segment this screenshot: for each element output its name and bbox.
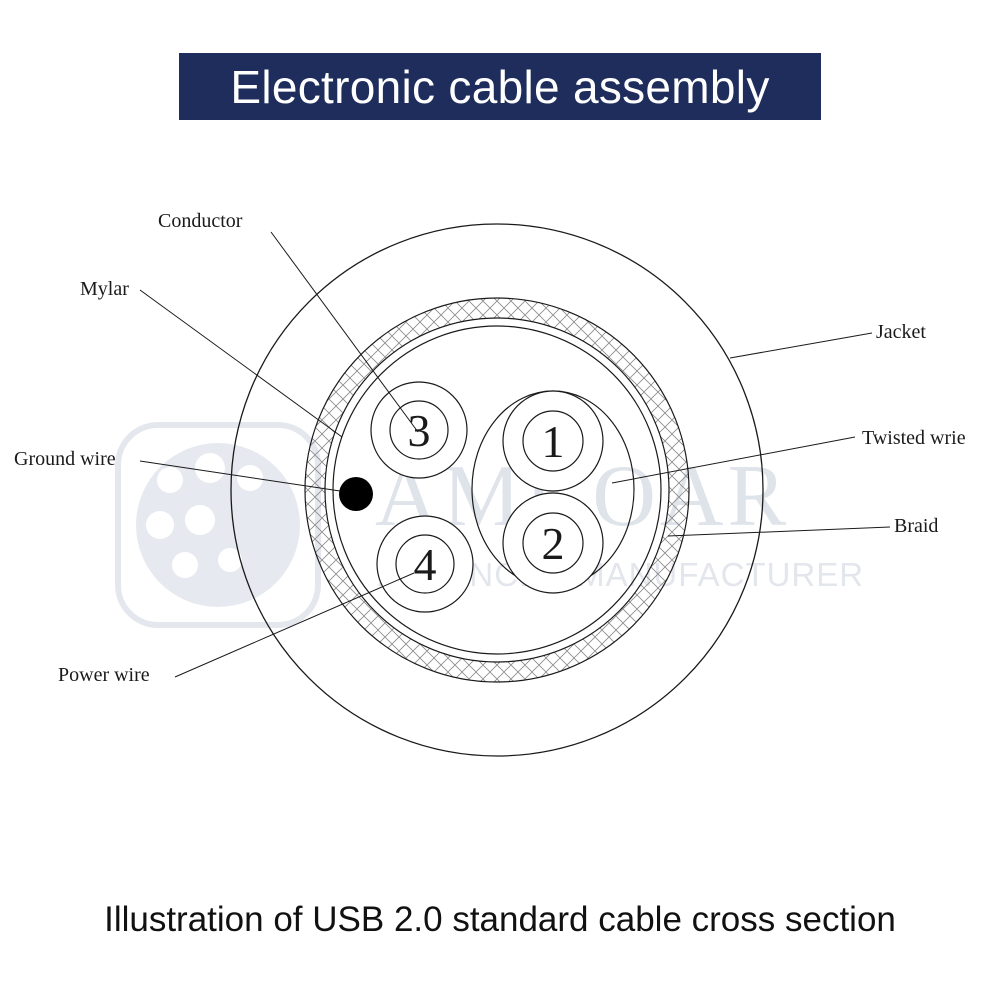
wire-3: 3 bbox=[370, 381, 468, 479]
jacket-leader-line bbox=[729, 332, 873, 359]
label-twisted-wire: Twisted wrie bbox=[862, 427, 966, 449]
wire-1: 1 bbox=[502, 390, 604, 492]
wire-4-number: 4 bbox=[414, 539, 437, 590]
watermark-logo-icon bbox=[115, 422, 321, 628]
braid-leader-line bbox=[667, 526, 891, 537]
conductor-leader-line bbox=[270, 231, 419, 433]
wire-1-number: 1 bbox=[542, 416, 565, 467]
mylar-leader-line bbox=[139, 289, 343, 438]
figure-caption: Illustration of USB 2.0 standard cable c… bbox=[104, 900, 896, 939]
ground-wire-dot bbox=[339, 477, 373, 511]
label-braid: Braid bbox=[894, 515, 938, 537]
label-power-wire: Power wire bbox=[58, 664, 150, 686]
wire-2-number: 2 bbox=[542, 518, 565, 569]
page-title: Electronic cable assembly bbox=[230, 60, 770, 113]
power-wire-leader-line bbox=[174, 572, 415, 678]
wire-4: 4 bbox=[376, 515, 474, 613]
wire-2: 2 bbox=[502, 492, 604, 594]
title-banner: Electronic cable assembly bbox=[179, 53, 821, 120]
twisted-wire-leader-line bbox=[611, 436, 856, 484]
label-mylar: Mylar bbox=[80, 278, 129, 300]
label-ground-wire: Ground wire bbox=[14, 448, 116, 470]
label-jacket: Jacket bbox=[876, 321, 926, 343]
wire-3-number: 3 bbox=[408, 405, 431, 456]
jacket-circle bbox=[230, 223, 764, 757]
label-conductor: Conductor bbox=[158, 210, 243, 232]
ground-wire-leader-line bbox=[139, 460, 341, 492]
